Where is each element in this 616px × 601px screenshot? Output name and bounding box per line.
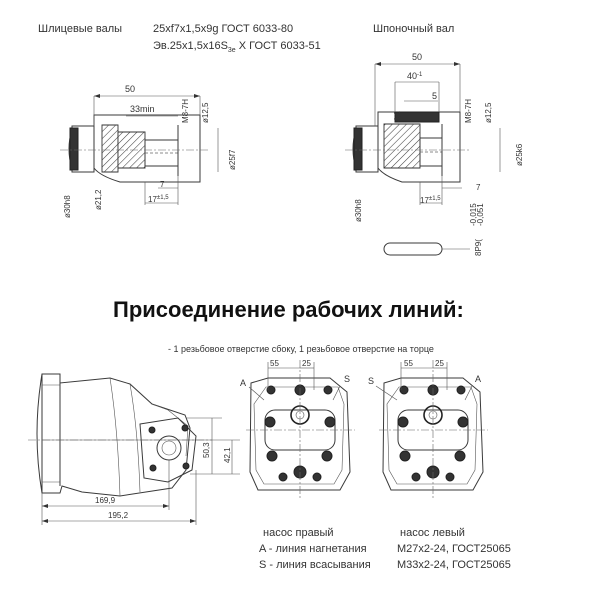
port-label-right-s: S [344, 374, 350, 384]
dim-face-55-a: 55 [270, 359, 279, 368]
keyed-flange-edge [353, 127, 363, 171]
dim-keyed-7: 7 [476, 183, 481, 192]
bolt [266, 385, 276, 395]
dim-side-50-3: 50,3 [202, 442, 211, 458]
splined-shaft-section-left [101, 124, 119, 173]
bolt [454, 450, 466, 462]
dim-splined-33: 33min [130, 104, 155, 114]
bolt [457, 416, 469, 428]
dim-splined-thread: M8-7H [181, 99, 190, 123]
dim-keyed-30: ø30h8 [354, 199, 363, 222]
dim-splined-30: ø30h8 [63, 195, 72, 218]
bolt [321, 450, 333, 462]
port-label-left-s: S [368, 376, 374, 386]
splined-spec-line1: 25xf7x1,5x9g ГОСТ 6033-80 [153, 23, 293, 35]
bolt [323, 385, 333, 395]
dim-side-42-1: 42,1 [223, 447, 232, 463]
dim-keyed-thread: M8-7H [464, 99, 473, 123]
dim-keyed-40: 40-1 [407, 71, 423, 81]
bolt [266, 450, 278, 462]
splined-flange-edge [69, 127, 79, 171]
keyed-shaft-section [383, 123, 421, 169]
bolt [399, 450, 411, 462]
dim-key-width: 8P9( [474, 239, 483, 256]
port-label-left-a: A [475, 374, 481, 384]
pump-side-view: 50,3 42,1 169,9 195,2 [28, 373, 240, 525]
dim-keyed-5: 5 [432, 91, 437, 101]
dim-keyed-25: ø25k6 [515, 143, 524, 166]
pump-body-outline [41, 373, 191, 497]
dim-key-tol-top: -0,015 [469, 203, 478, 226]
legend-row1-label: A - линия нагнетания [259, 543, 367, 555]
splined-spec-line2: Эв.25x1,5x16S3e X ГОСТ 6033-51 [153, 40, 321, 54]
port-bolt [182, 462, 190, 470]
section-heading: Присоединение рабочих линий: [113, 297, 464, 322]
pump-port-block [139, 417, 197, 483]
dim-keyed-17: 17±1,5 [420, 196, 441, 205]
dim-splined-50: 50 [125, 84, 135, 94]
dim-keyed-4-1: 4,1 [393, 110, 402, 122]
keyed-shaft-view: Шпоночный вал 50 40-1 5 4,1 M8-7H ø12,5 … [345, 23, 524, 256]
port-legend: насос правый насос левый A - линия нагне… [259, 527, 511, 571]
splined-shaft-view: Шлицевые валы 25xf7x1,5x9g ГОСТ 6033-80 … [38, 23, 321, 218]
bolt [445, 472, 455, 482]
left-pump-face-view: 55 25 S A [368, 359, 488, 500]
keyed-shaft-key [394, 111, 440, 123]
legend-col2-header: насос левый [400, 527, 465, 539]
bolt [456, 385, 466, 395]
bolt [399, 385, 409, 395]
port-bolt [148, 426, 156, 434]
bolt [264, 416, 276, 428]
keyed-shaft-title: Шпоночный вал [373, 23, 454, 35]
bolt [397, 416, 409, 428]
dim-len-195-2: 195,2 [108, 511, 129, 520]
bolt [324, 416, 336, 428]
dim-splined-17: 17±1,5 [148, 195, 169, 204]
right-pump-body [249, 377, 351, 491]
port-bolt [181, 424, 189, 432]
left-pump-body [382, 377, 484, 491]
right-pump-face-view: 55 25 A S [240, 359, 355, 500]
legend-row2-label: S - линия всасывания [259, 559, 371, 571]
legend-row1-value: M27x2-24, ГОСТ25065 [397, 543, 511, 555]
splined-shaft-title: Шлицевые валы [38, 23, 122, 35]
bolt [411, 472, 421, 482]
port-label-right-a: A [240, 378, 246, 388]
legend-row2-value: M33x2-24, ГОСТ25065 [397, 559, 511, 571]
dim-len-169-9: 169,9 [95, 496, 116, 505]
dim-splined-25: ø25f7 [228, 149, 237, 170]
legend-col1-header: насос правый [263, 527, 334, 539]
bolt [278, 472, 288, 482]
side-port [156, 435, 182, 461]
dim-keyed-50: 50 [412, 52, 422, 62]
bolt [312, 472, 322, 482]
dim-splined-7: 7 [160, 180, 165, 189]
dim-splined-21: ø21,2 [94, 189, 103, 210]
dim-keyed-12-5: ø12,5 [484, 102, 493, 123]
dim-face-25-b: 25 [435, 359, 444, 368]
port-bolt [149, 464, 157, 472]
dim-key-tol-bot: -0,051 [476, 203, 485, 226]
dim-face-55-b: 55 [404, 359, 413, 368]
key-detail [383, 242, 443, 256]
dim-face-25-a: 25 [302, 359, 311, 368]
section-subheading: - 1 резьбовое отверстие сбоку, 1 резьбов… [168, 344, 434, 354]
dim-splined-12-5: ø12,5 [201, 102, 210, 123]
